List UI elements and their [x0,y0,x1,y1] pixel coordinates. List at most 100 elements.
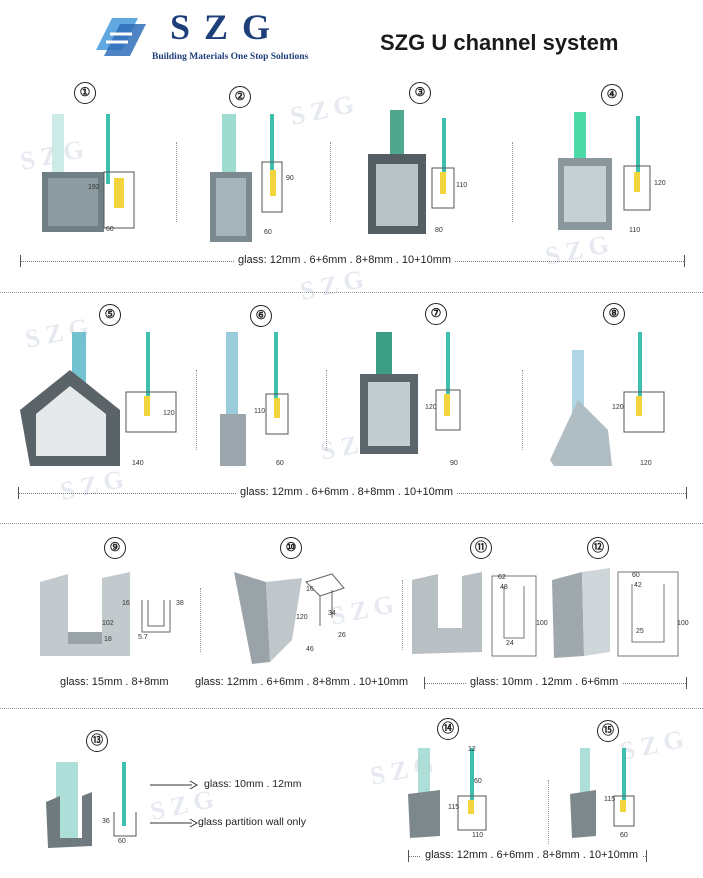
item-number: ⑫ [587,537,609,559]
dimension-label: 42 [634,582,642,589]
item-number: ⑩ [280,537,302,559]
dimension-label: 110 [629,227,641,234]
item-number: ⑪ [470,537,492,559]
dimension-label: 16 [306,586,314,593]
caption-tick [646,850,647,862]
dimension-label: 18 [104,636,112,643]
profile-image-14 [408,748,487,838]
caption-tick [684,255,685,267]
profile-image-11 [412,572,537,657]
dimension-label: 100 [677,620,689,627]
page-title: SZG U channel system [380,30,619,55]
dimension-label: 60 [106,226,114,233]
item-number: ① [74,82,96,104]
item-number: ④ [601,84,623,106]
dimension-label: 24 [506,640,514,647]
profile-image-2 [210,114,283,242]
dimension-label: 60 [264,229,272,236]
row-separator [0,523,703,524]
profile-image-4 [558,112,651,230]
arrow-icon [150,780,199,790]
dimension-label: 110 [472,832,484,839]
dimension-label: 120 [654,180,666,187]
dimension-label: 48 [500,584,508,591]
dimension-label: 26 [338,632,346,639]
dimension-label: 120 [425,404,437,411]
dimension-label: 60 [620,832,628,839]
dimension-label: 60 [276,460,284,467]
glass-caption: glass: 12mm . 6+6mm . 8+8mm . 10+10mm [234,254,456,266]
caption-tick [686,487,687,499]
glass-caption: glass: 10mm . 12mm [204,778,302,790]
dimension-label: 140 [132,460,144,467]
brand-name: SZG [170,7,285,47]
glass-caption: glass: 10mm . 12mm . 6+6mm [466,676,623,688]
item-number: ⑦ [425,303,447,325]
arrow-icon [150,818,199,828]
dimension-label: 36 [102,818,110,825]
dimension-label: 80 [435,227,443,234]
column-divider [330,142,331,222]
caption-tick [424,677,425,689]
dimension-label: 120 [640,460,652,467]
row-separator [0,708,703,709]
column-divider [522,370,523,450]
item-number: ③ [409,82,431,104]
dimension-label: 34 [328,610,336,617]
glass-caption: glass partition wall only [198,816,306,828]
dimension-label: 110 [456,182,468,189]
dimension-label: 110 [254,408,266,415]
item-number: ⑥ [250,305,272,327]
item-number: ⑨ [104,537,126,559]
profile-image-9 [40,572,171,656]
dimension-label: 115 [448,804,460,811]
dimension-label: 120 [612,404,624,411]
dimension-label: 60 [632,572,640,579]
dimension-label: 100 [536,620,548,627]
dimension-label: 120 [296,614,308,621]
glass-caption: glass: 12mm . 6+6mm . 8+8mm . 10+10mm [191,676,413,688]
caption-tick [686,677,687,689]
brand-tagline: Building Materials One Stop Solutions [152,52,309,62]
dimension-label: 60 [118,838,126,845]
dimension-label: 46 [306,646,314,653]
glass-caption: glass: 15mm . 8+8mm [56,676,173,688]
column-divider [200,588,201,652]
dimension-label: 192 [88,184,100,191]
dimension-label: 115 [604,796,616,803]
column-divider [196,370,197,450]
profile-image-10 [234,572,345,664]
profile-image-12 [552,568,679,658]
dimension-label: 102 [102,620,114,627]
item-number: ⑧ [603,303,625,325]
item-number: ⑬ [86,730,108,752]
glass-caption: glass: 12mm . 6+6mm . 8+8mm . 10+10mm [421,849,643,861]
dimension-label: 38 [176,600,184,607]
dimension-label: 16 [122,600,130,607]
column-divider [402,580,403,650]
dimension-label: 90 [286,175,294,182]
caption-tick [20,255,21,267]
glass-caption: glass: 12mm . 6+6mm . 8+8mm . 10+10mm [236,486,458,498]
column-divider [512,142,513,222]
profile-image-1 [42,114,135,232]
row-separator [0,292,703,293]
dimension-label: 12 [468,746,476,753]
profile-image-8 [550,332,665,466]
profile-image-15 [570,748,635,838]
column-divider [548,780,549,844]
profile-image-6 [220,332,289,466]
item-number: ⑤ [99,304,121,326]
profile-image-13 [46,762,137,848]
item-number: ⑮ [597,720,619,742]
profile-image-5 [20,332,177,466]
column-divider [326,370,327,450]
column-divider [176,142,177,222]
dimension-label: 120 [163,410,175,417]
profile-image-7 [360,332,461,454]
caption-tick [18,487,19,499]
dimension-label: 25 [636,628,644,635]
item-number: ⑭ [437,718,459,740]
dimension-label: 60 [474,778,482,785]
caption-tick [408,850,409,862]
